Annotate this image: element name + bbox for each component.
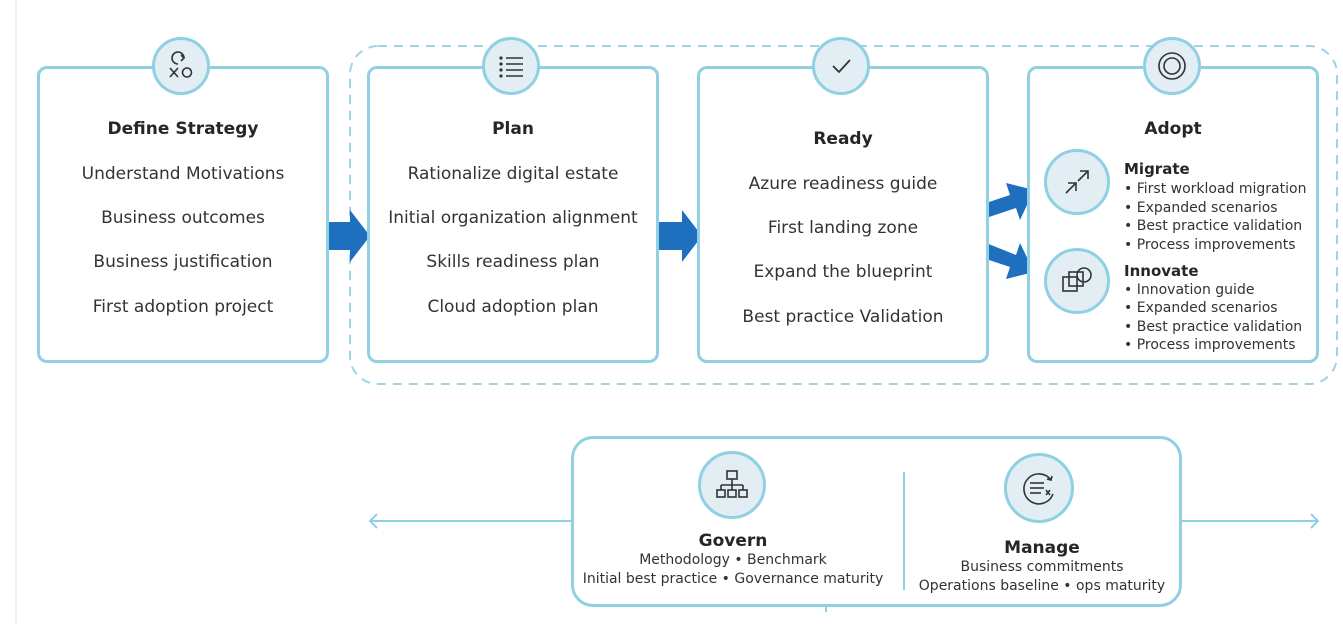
innovate-item: • Expanded scenarios [1124,300,1278,316]
plan-item: Skills readiness plan [426,252,600,272]
arrow-ready-to-migrate [980,183,1034,220]
innovate-item: • Innovation guide [1124,282,1255,298]
migrate-item-text: Expanded scenarios [1136,200,1278,216]
ready-card: Ready Azure readiness guide First landin… [697,66,989,363]
migrate-item: • Best practice validation [1124,218,1303,234]
manage-title: Manage [1004,538,1080,558]
define-strategy-item: Understand Motivations [81,164,285,184]
migrate-item-text: Process improvements [1136,237,1296,253]
ready-title: Ready [813,129,873,149]
arrow-strategy-to-plan [318,210,370,262]
ready-item: Azure readiness guide [748,174,938,194]
define-strategy-title: Define Strategy [107,119,259,139]
checkmark-icon [812,37,870,95]
migrate-item-text: Best practice validation [1136,218,1303,234]
innovate-item-text: Expanded scenarios [1136,300,1278,316]
lifecycle-arrowhead-right [1310,513,1320,529]
migrate-title: Migrate [1124,160,1190,178]
plan-card: Plan Rationalize digital estate Initial … [367,66,659,363]
define-strategy-item: Business outcomes [101,208,265,228]
define-strategy-card: Define Strategy Understand Motivations B… [37,66,329,363]
govern-manage-divider [903,472,905,590]
org-chart-icon [698,451,766,519]
adopt-circle-icon [1143,37,1201,95]
govern-line1: Methodology • Benchmark [639,552,827,568]
plan-item: Rationalize digital estate [407,164,619,184]
govern-title: Govern [698,531,768,551]
migrate-item: • First workload migration [1124,181,1307,197]
migrate-item: • Expanded scenarios [1124,200,1278,216]
manage-line2: Operations baseline • ops maturity [918,578,1166,594]
innovate-item: • Process improvements [1124,337,1296,353]
migrate-arrows-icon [1044,149,1110,215]
innovate-item-text: Innovation guide [1136,282,1255,298]
innovate-item-text: Process improvements [1136,337,1296,353]
govern-line2: Initial best practice • Governance matur… [582,571,884,587]
strategy-xo-icon [152,37,210,95]
ready-item: Best practice Validation [742,307,944,327]
arrow-plan-to-ready [650,210,702,262]
migrate-item: • Process improvements [1124,237,1296,253]
plan-item: Initial organization alignment [388,208,638,228]
define-strategy-item: First adoption project [92,297,274,317]
adopt-card: Adopt Migrate • First workload migration… [1027,66,1319,363]
plan-item: Cloud adoption plan [427,297,599,317]
manage-cycle-icon [1004,453,1074,523]
govern-manage-card: Govern Methodology • Benchmark Initial b… [571,436,1182,607]
arrow-ready-to-innovate [980,243,1034,279]
lifecycle-arrowhead-left [368,513,378,529]
list-icon [482,37,540,95]
adopt-title: Adopt [1144,119,1202,139]
innovate-item-text: Best practice validation [1136,319,1303,335]
define-strategy-item: Business justification [93,252,273,272]
migrate-item-text: First workload migration [1136,181,1307,197]
manage-line1: Business commitments [960,559,1124,575]
ready-item: Expand the blueprint [753,262,933,282]
innovate-item: • Best practice validation [1124,319,1303,335]
ready-item: First landing zone [767,218,919,238]
innovate-title: Innovate [1124,262,1199,280]
innovate-squares-icon [1044,248,1110,314]
plan-title: Plan [492,119,534,139]
